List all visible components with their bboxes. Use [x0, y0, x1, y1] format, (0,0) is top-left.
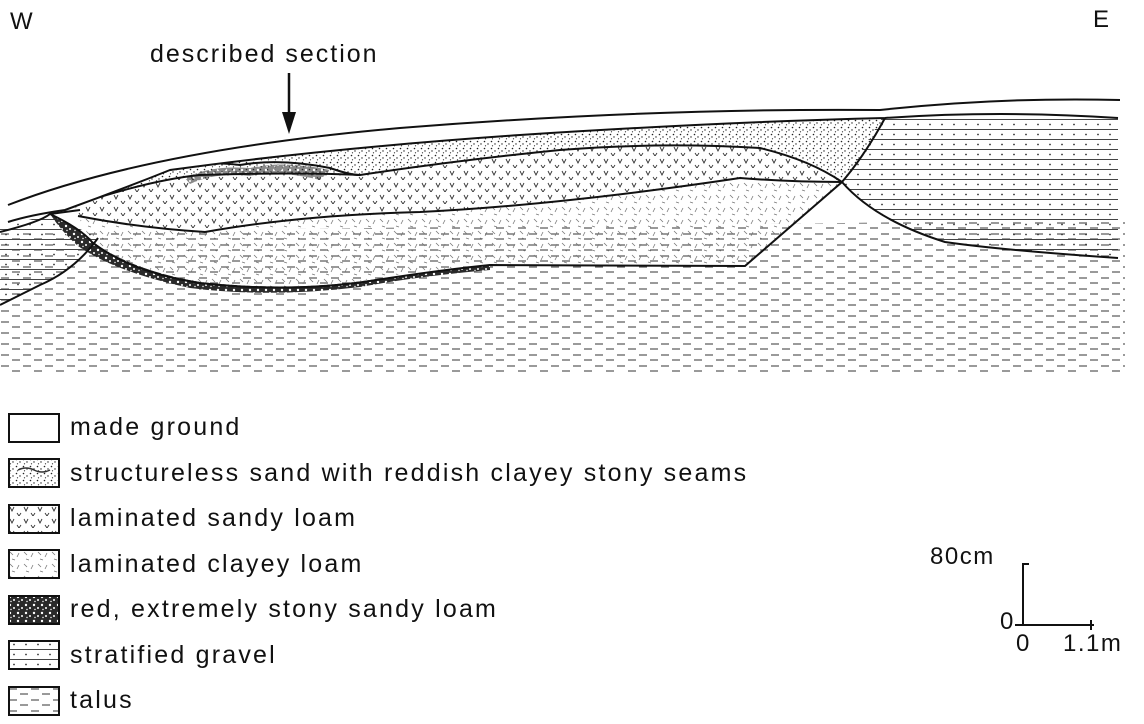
scale-bar: 80cm 0 0 1.1m	[930, 540, 1130, 670]
cross-section-diagram	[0, 0, 1144, 400]
legend-item-made-ground: made ground	[8, 405, 748, 451]
red-stony-sandy-loam-swatch	[8, 595, 60, 625]
legend-label: laminated sandy loam	[70, 506, 357, 531]
structureless-sand-swatch	[8, 458, 60, 488]
legend-label: structureless sand with reddish clayey s…	[70, 461, 748, 486]
legend-label: talus	[70, 688, 134, 713]
legend-label: stratified gravel	[70, 643, 277, 668]
talus-swatch	[8, 686, 60, 716]
scale-vertical-label: 80cm	[930, 545, 995, 569]
described-section-arrow	[282, 73, 296, 134]
made-ground-swatch	[8, 413, 60, 443]
legend-item-talus: talus	[8, 678, 748, 724]
legend-item-laminated-clayey-loam: laminated clayey loam	[8, 542, 748, 588]
stratified-gravel-swatch	[8, 640, 60, 670]
scale-horizontal-label: 1.1m	[1063, 632, 1122, 656]
laminated-clayey-loam-swatch	[8, 549, 60, 579]
laminated-sandy-loam-swatch	[8, 504, 60, 534]
legend-label: red, extremely stony sandy loam	[70, 597, 498, 622]
scale-origin-label: 0	[1000, 610, 1015, 634]
legend: made ground structureless sand with redd…	[8, 405, 748, 724]
legend-label: made ground	[70, 415, 242, 440]
legend-item-structureless-sand: structureless sand with reddish clayey s…	[8, 451, 748, 497]
scale-x-origin-label: 0	[1016, 632, 1031, 656]
legend-label: laminated clayey loam	[70, 552, 364, 577]
legend-item-red-stony-sandy-loam: red, extremely stony sandy loam	[8, 587, 748, 633]
legend-item-stratified-gravel: stratified gravel	[8, 633, 748, 679]
legend-item-laminated-sandy-loam: laminated sandy loam	[8, 496, 748, 542]
